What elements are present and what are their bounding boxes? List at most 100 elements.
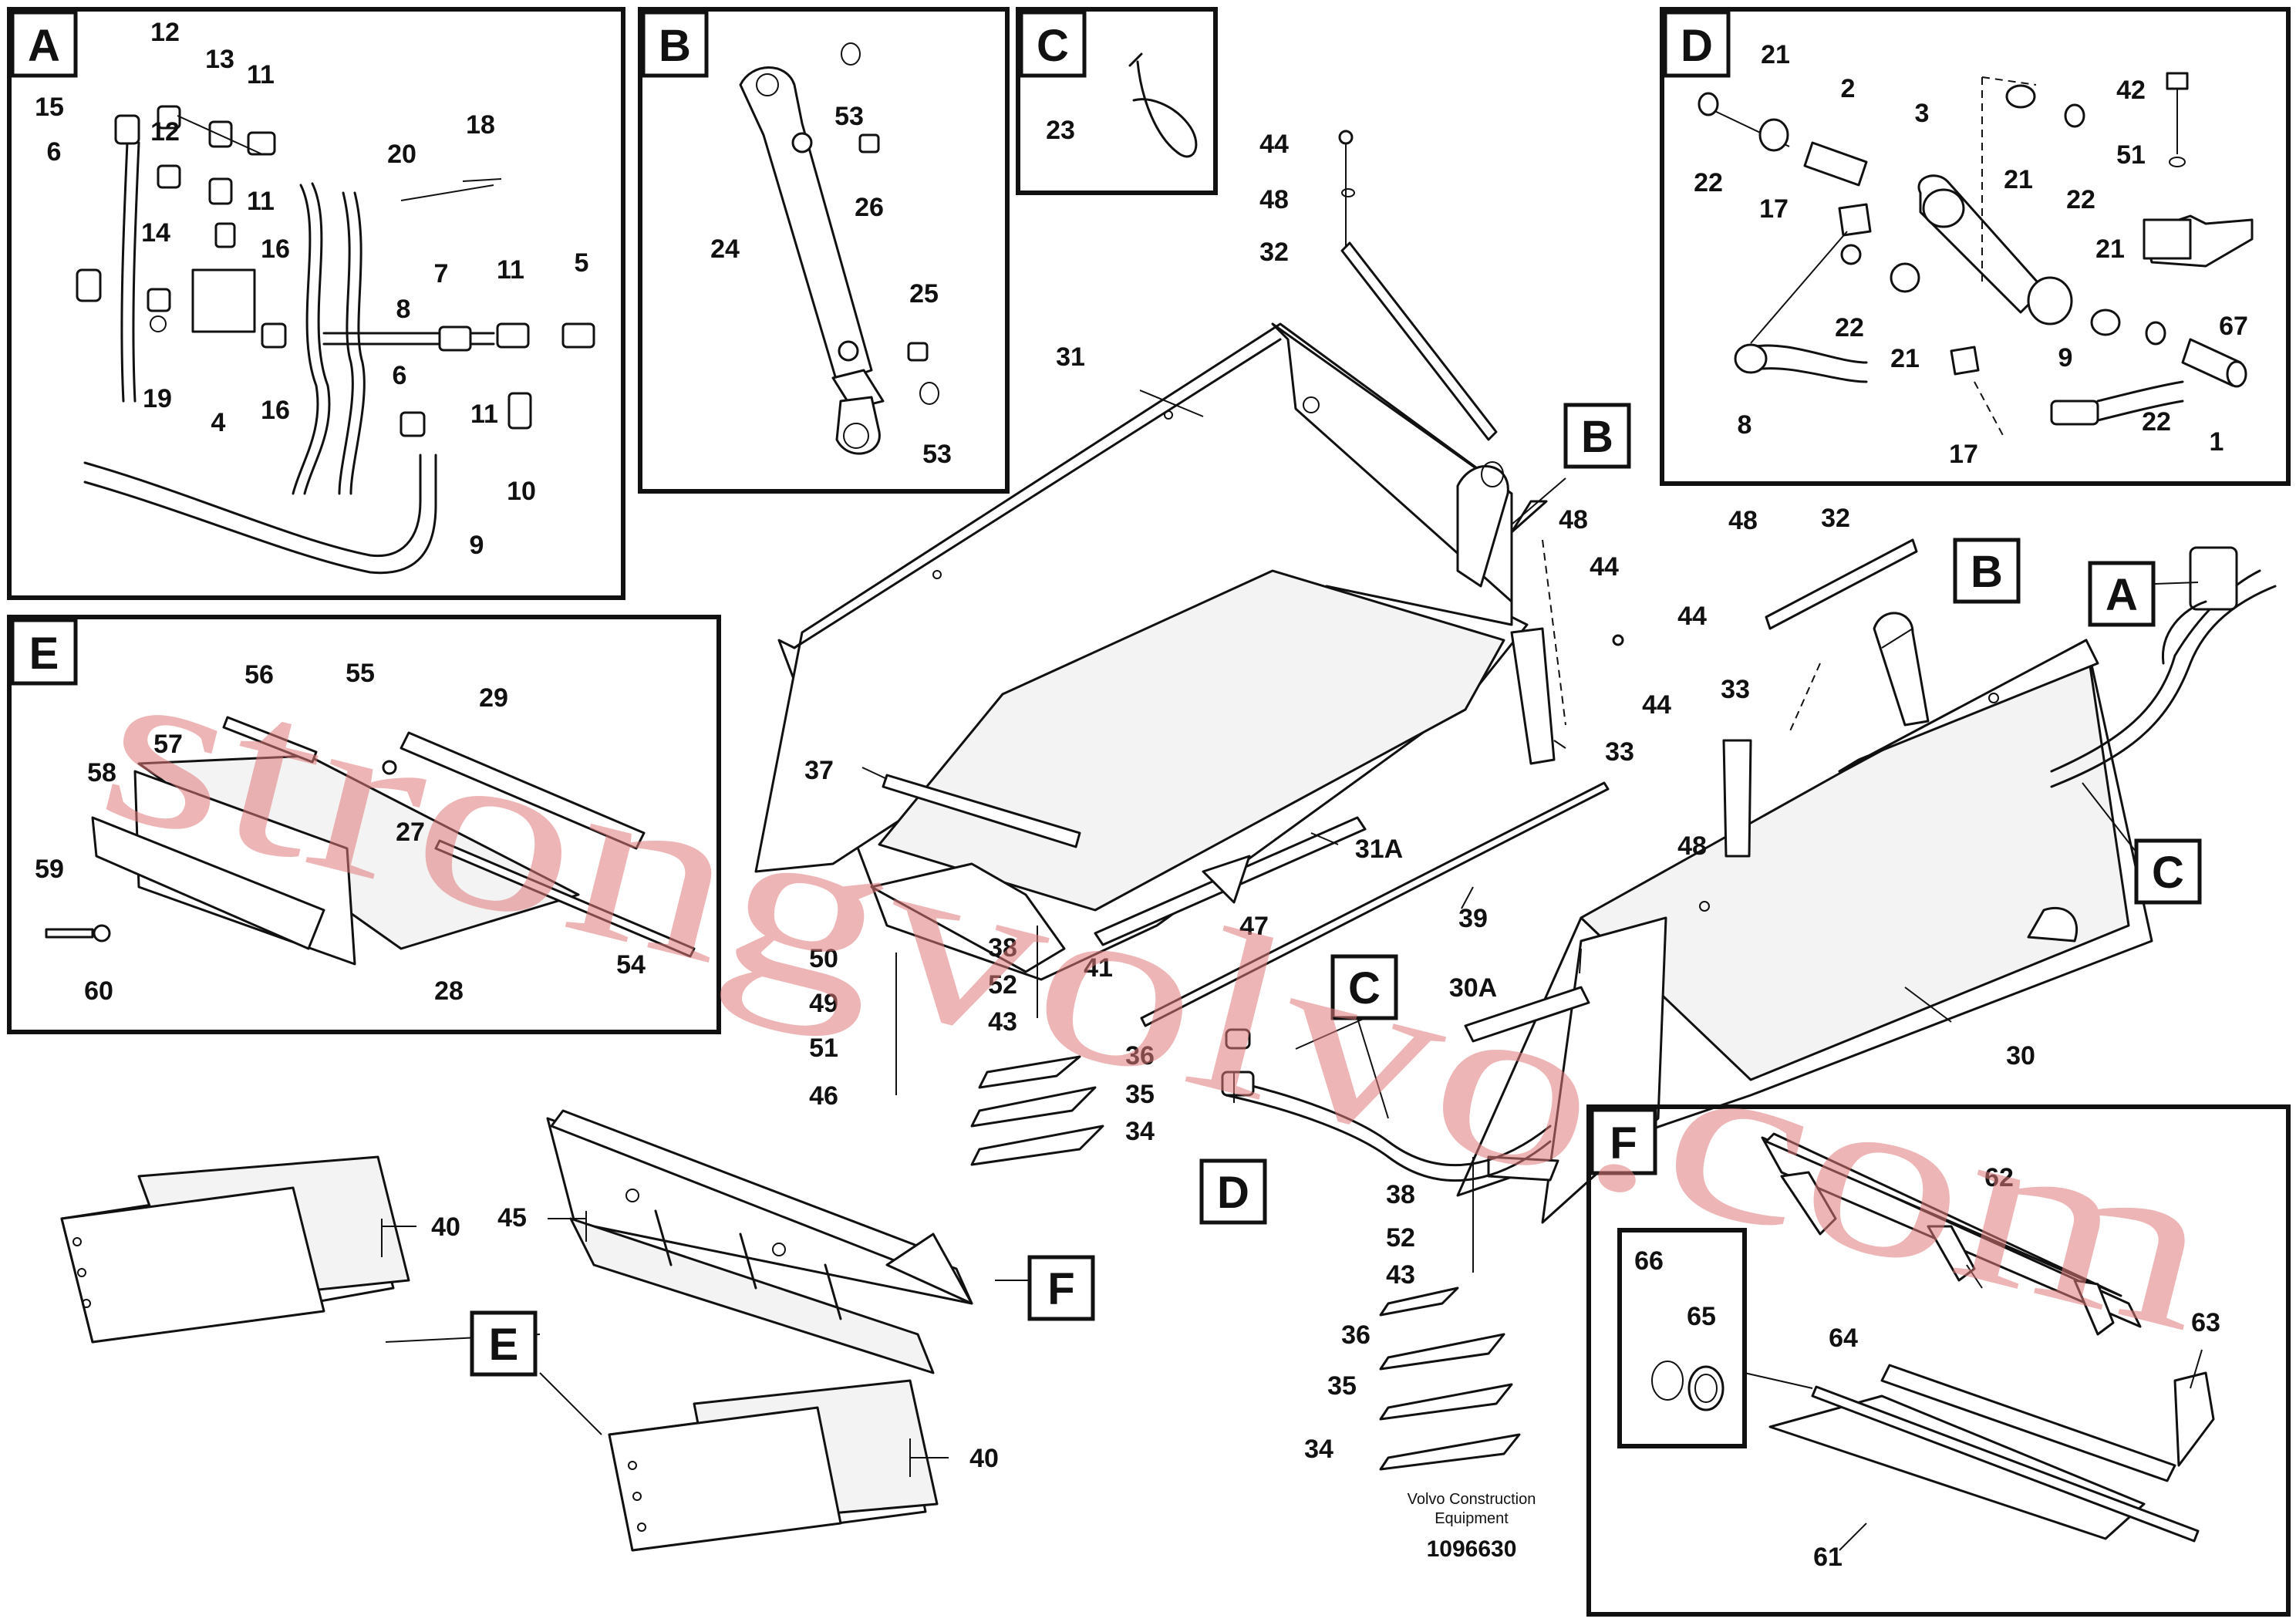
callout: 21	[1890, 344, 1920, 373]
callout: 66	[1634, 1246, 1664, 1276]
callout: 47	[1239, 912, 1269, 941]
detail-a-tag: A	[28, 21, 60, 71]
callout: 24	[710, 234, 740, 264]
callout: 33	[1605, 737, 1634, 767]
callout: 35	[1125, 1080, 1155, 1109]
bracket-47	[1202, 855, 1251, 904]
callout: 15	[35, 93, 64, 122]
callout: 11	[247, 60, 275, 89]
callout: 5	[575, 248, 589, 278]
callouts-detail-c: 23	[1046, 116, 1075, 145]
callout: 16	[261, 234, 290, 264]
callout: 17	[1949, 440, 1978, 469]
callout: 51	[809, 1034, 838, 1063]
callout: 18	[466, 110, 495, 140]
pin-2	[1803, 141, 1868, 187]
plate-61	[1768, 1394, 2146, 1540]
callout: 9	[470, 531, 484, 560]
callout: 35	[1327, 1371, 1357, 1401]
lift-arm-b	[1873, 612, 1930, 727]
detail-b-box: B	[638, 7, 1010, 494]
callout: 11	[247, 187, 275, 216]
callout: 3	[1915, 99, 1930, 128]
main-tags: B B A C C D F E	[470, 403, 2202, 1377]
rod-56	[222, 716, 318, 764]
callout: 60	[84, 976, 113, 1006]
detail-f-box: F	[1586, 1104, 2291, 1617]
callout: 50	[809, 944, 838, 973]
callout: 57	[153, 730, 183, 759]
callouts-detail-a: 12 13 11 15 6 12 11 18 20 16 14 7 11 5 8…	[35, 18, 588, 560]
bucket-30	[1140, 538, 2277, 1224]
callout: 6	[47, 137, 62, 167]
callout: 65	[1687, 1302, 1716, 1331]
callout: 20	[387, 140, 416, 169]
callout: 45	[497, 1203, 527, 1233]
callout: 1	[2210, 427, 2224, 457]
callout: 25	[909, 279, 939, 309]
callout: 11	[470, 400, 498, 429]
callout: 30A	[1449, 973, 1497, 1003]
callout: 34	[1304, 1435, 1333, 1464]
callout: 36	[1125, 1041, 1155, 1071]
callout: 53	[922, 440, 952, 469]
detail-d-box: D	[1660, 7, 2291, 486]
callout: 48	[1259, 185, 1289, 214]
hardware-stacks	[381, 130, 1624, 1477]
bar-37	[882, 774, 1081, 848]
callout: 58	[87, 758, 116, 787]
callout: 12	[150, 18, 180, 47]
callouts-detail-b: 53 26 24 25 53	[710, 102, 952, 469]
long-rod-39	[1140, 781, 1610, 1027]
tag-b-main-2: B	[1971, 547, 2003, 597]
callout: 27	[396, 818, 425, 847]
callout: 19	[143, 384, 172, 413]
callout: 52	[988, 970, 1017, 1000]
callout: 2	[1841, 74, 1856, 103]
callout: 44	[1677, 602, 1707, 631]
tag-e-main: E	[489, 1320, 519, 1370]
seal-66	[1651, 1361, 1684, 1401]
callout: 41	[1084, 953, 1113, 983]
tag-c-main-1: C	[2152, 848, 2184, 898]
bar-33-right	[1722, 739, 1752, 858]
callout: 22	[1694, 168, 1723, 197]
valve-block-4	[191, 268, 256, 333]
callout: 4	[211, 408, 226, 437]
credit-line-2: Equipment	[1435, 1510, 1509, 1527]
callout: 40	[969, 1444, 999, 1473]
callout: 39	[1458, 904, 1488, 933]
callout: 8	[1738, 410, 1752, 440]
callout: 33	[1721, 675, 1750, 704]
rod-54	[434, 839, 696, 958]
callout: 26	[855, 193, 884, 222]
callout: 59	[35, 855, 64, 884]
callout: 38	[1386, 1180, 1415, 1209]
hose-8	[292, 184, 319, 495]
callout: 51	[2116, 140, 2146, 170]
callout: 48	[1728, 506, 1758, 535]
callout: 23	[1046, 116, 1075, 145]
callout: 64	[1829, 1324, 1858, 1353]
callout: 44	[1259, 130, 1289, 159]
tag-d-main: D	[1217, 1168, 1249, 1218]
callout: 40	[431, 1212, 460, 1242]
plate-63	[2173, 1371, 2215, 1467]
hose-8-detail-d	[1749, 344, 1868, 364]
callout: 31	[1056, 342, 1085, 372]
callout: 44	[1642, 690, 1671, 720]
guard-assembly-e-top	[60, 1155, 410, 1344]
callout: 61	[1813, 1543, 1843, 1572]
cable-tie-23	[1132, 60, 1198, 158]
detail-c-tag: C	[1037, 21, 1069, 71]
leader-lines	[382, 389, 2203, 1551]
detail-a-box: A	[7, 7, 625, 600]
tag-c-main-2: C	[1348, 963, 1381, 1013]
callout: 22	[2066, 185, 2095, 214]
callout: 11	[497, 255, 524, 285]
callout: 55	[346, 659, 375, 688]
detail-d-tag: D	[1681, 21, 1713, 71]
strut-32-left	[1340, 241, 1498, 441]
callout: 48	[1677, 831, 1707, 861]
